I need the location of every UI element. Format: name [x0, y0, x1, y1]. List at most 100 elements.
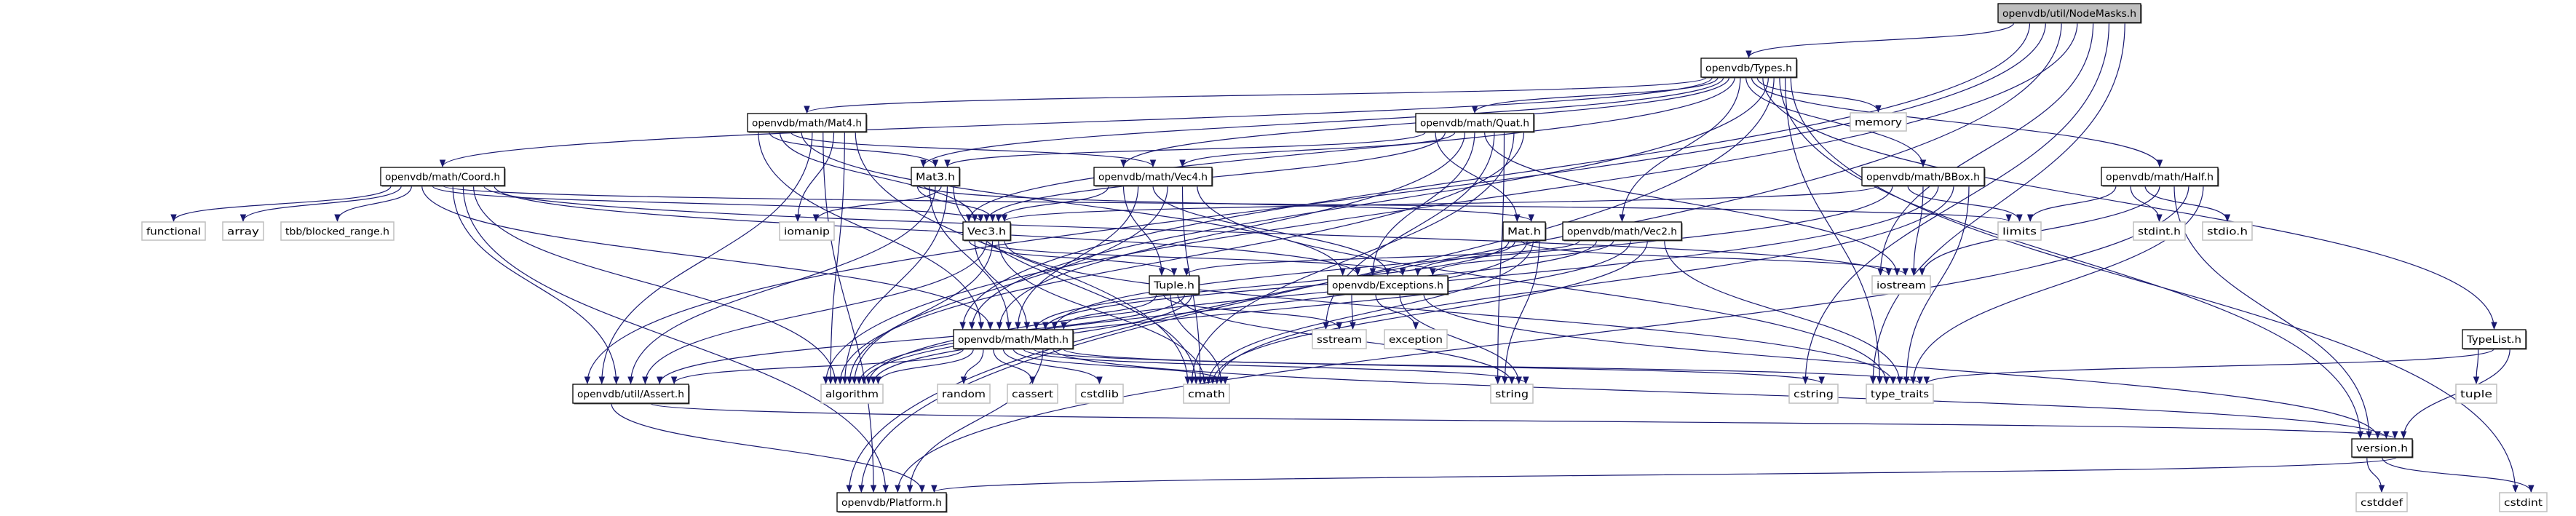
- edge-exceptions-to-exception: [1375, 293, 1419, 330]
- edge-vec4-to-tuple_h: [1122, 185, 1165, 277]
- node-label: cmath: [1188, 389, 1225, 400]
- edge-bbox-to-limits: [1907, 185, 2023, 223]
- node-label: functional: [146, 227, 201, 238]
- node-box: [820, 384, 884, 404]
- node-box: [380, 167, 505, 186]
- node-memory: memory: [1850, 112, 1907, 132]
- edge-mat3-to-mathh: [929, 185, 1012, 330]
- edge-vec4-to-algorithm: [846, 185, 1168, 385]
- node-bbox[interactable]: openvdb/math/BBox.h: [1861, 167, 1986, 187]
- edge-types-to-mat4: [804, 76, 1708, 114]
- edge-mathh-to-cmath: [1012, 348, 1229, 385]
- edge-assert-to-platform: [611, 402, 925, 493]
- edge-nodemasks-to-assert: [584, 22, 2046, 385]
- node-vec2[interactable]: openvdb/math/Vec2.h: [1562, 221, 1683, 242]
- node-platform[interactable]: openvdb/Platform.h: [836, 492, 948, 513]
- node-label: openvdb/Types.h: [1705, 63, 1792, 74]
- node-nodemasks[interactable]: openvdb/util/NodeMasks.h: [1997, 3, 2142, 24]
- edge-coord-to-vec3: [432, 185, 984, 223]
- edge-mat4-to-mat3: [769, 131, 939, 168]
- node-tuple_h[interactable]: Tuple.h: [1149, 275, 1200, 295]
- node-box: [1384, 329, 1448, 349]
- edge-types-to-vec3: [965, 76, 1735, 223]
- node-label: openvdb/util/Assert.h: [577, 389, 684, 400]
- edge-bbox-to-iostream: [1910, 185, 1924, 277]
- node-coord[interactable]: openvdb/math/Coord.h: [380, 167, 506, 187]
- node-label: cassert: [1012, 389, 1053, 400]
- edge-mathh-to-version: [1053, 348, 2390, 440]
- edge-bbox-to-vec3: [1001, 185, 1878, 223]
- edge-vec3-to-exceptions: [980, 239, 1406, 277]
- node-version[interactable]: version.h: [2351, 438, 2414, 459]
- node-mat4[interactable]: openvdb/math/Mat4.h: [747, 113, 868, 133]
- node-label: Vec3.h: [967, 227, 1006, 238]
- node-box: [1490, 384, 1534, 404]
- node-iostream: iostream: [1871, 275, 1931, 295]
- edge-types-to-half: [1751, 76, 2163, 168]
- node-label: openvdb/util/NodeMasks.h: [2002, 9, 2136, 20]
- edge-nodemasks-to-types: [1745, 22, 2015, 59]
- node-box: [2462, 329, 2527, 349]
- node-box: [937, 384, 991, 404]
- edge-math_mat-to-iostream: [1521, 239, 1909, 277]
- node-label: version.h: [2356, 444, 2408, 455]
- edge-mathh-to-string: [1023, 348, 1529, 385]
- node-quat[interactable]: openvdb/math/Quat.h: [1415, 113, 1535, 133]
- node-assert[interactable]: openvdb/util/Assert.h: [572, 384, 690, 405]
- edge-types-to-coord: [439, 76, 1713, 168]
- node-box: [1327, 275, 1448, 295]
- node-box: [2455, 384, 2497, 404]
- edge-quat-to-cmath: [1189, 131, 1515, 385]
- node-box: [1871, 275, 1931, 295]
- node-label: tbb/blocked_range.h: [285, 227, 389, 238]
- nodes-layer: openvdb/util/NodeMasks.h openvdb/Types.h o…: [141, 3, 2548, 513]
- edge-vec3-to-tuple_h: [968, 239, 1178, 277]
- node-vec4[interactable]: openvdb/math/Vec4.h: [1093, 167, 1213, 187]
- node-algorithm: algorithm: [820, 384, 884, 404]
- node-types[interactable]: openvdb/Types.h: [1700, 57, 1798, 79]
- edge-mathh-to-cassert: [993, 348, 1036, 385]
- node-math_mat[interactable]: Mat.h: [1502, 221, 1547, 242]
- edge-nodemasks-to-platform: [846, 22, 2062, 493]
- edge-math_mat-to-string: [1502, 239, 1540, 385]
- node-typelist[interactable]: TypeList.h: [2462, 329, 2527, 350]
- edge-typelist-to-type_traits: [1923, 348, 2495, 385]
- node-box: [1997, 221, 2042, 241]
- node-label: string: [1495, 389, 1529, 400]
- edge-mathh-to-assert: [670, 348, 964, 385]
- node-box: [1312, 329, 1367, 349]
- edge-types-to-vec2: [1619, 76, 1741, 223]
- node-label: TypeList.h: [2466, 335, 2521, 346]
- edge-mat3-to-vec3: [916, 185, 996, 223]
- edge-quat-to-vec4: [1179, 131, 1456, 168]
- node-string: string: [1490, 384, 1534, 404]
- node-stdint: stdint.h: [2133, 221, 2186, 241]
- node-label: array: [227, 227, 259, 238]
- edge-vec3-to-algorithm: [851, 239, 994, 385]
- edge-vec2-to-exceptions: [1430, 239, 1614, 277]
- edge-vec4-to-mathh: [1015, 185, 1139, 330]
- node-exceptions[interactable]: openvdb/Exceptions.h: [1327, 275, 1449, 295]
- node-functional: functional: [141, 221, 206, 241]
- node-mat3[interactable]: Mat3.h: [911, 167, 961, 187]
- edge-quat-to-string: [1494, 131, 1505, 385]
- edge-mathh-to-cstdlib: [1002, 348, 1103, 385]
- edge-quat-to-mathh: [996, 131, 1466, 330]
- node-box: [2351, 438, 2413, 458]
- node-label: iostream: [1876, 281, 1926, 292]
- node-box: [2202, 221, 2253, 241]
- edge-types-to-memory: [1756, 76, 1882, 114]
- node-sstream: sstream: [1312, 329, 1367, 349]
- edge-version-to-cstdint: [2381, 456, 2535, 493]
- edge-mathh-to-random: [960, 348, 984, 385]
- edge-vec4-to-type_traits: [1197, 185, 1890, 385]
- node-mathh[interactable]: openvdb/math/Math.h: [953, 329, 1074, 350]
- node-box: [222, 221, 264, 241]
- edge-coord-to-algorithm: [472, 185, 839, 385]
- node-half[interactable]: openvdb/math/Half.h: [2101, 167, 2219, 187]
- edge-exceptions-to-string: [1399, 293, 1522, 385]
- node-vec3[interactable]: Vec3.h: [962, 221, 1012, 242]
- node-box: [1788, 384, 1839, 404]
- node-label: algorithm: [825, 389, 879, 400]
- node-label: openvdb/math/Quat.h: [1420, 119, 1529, 130]
